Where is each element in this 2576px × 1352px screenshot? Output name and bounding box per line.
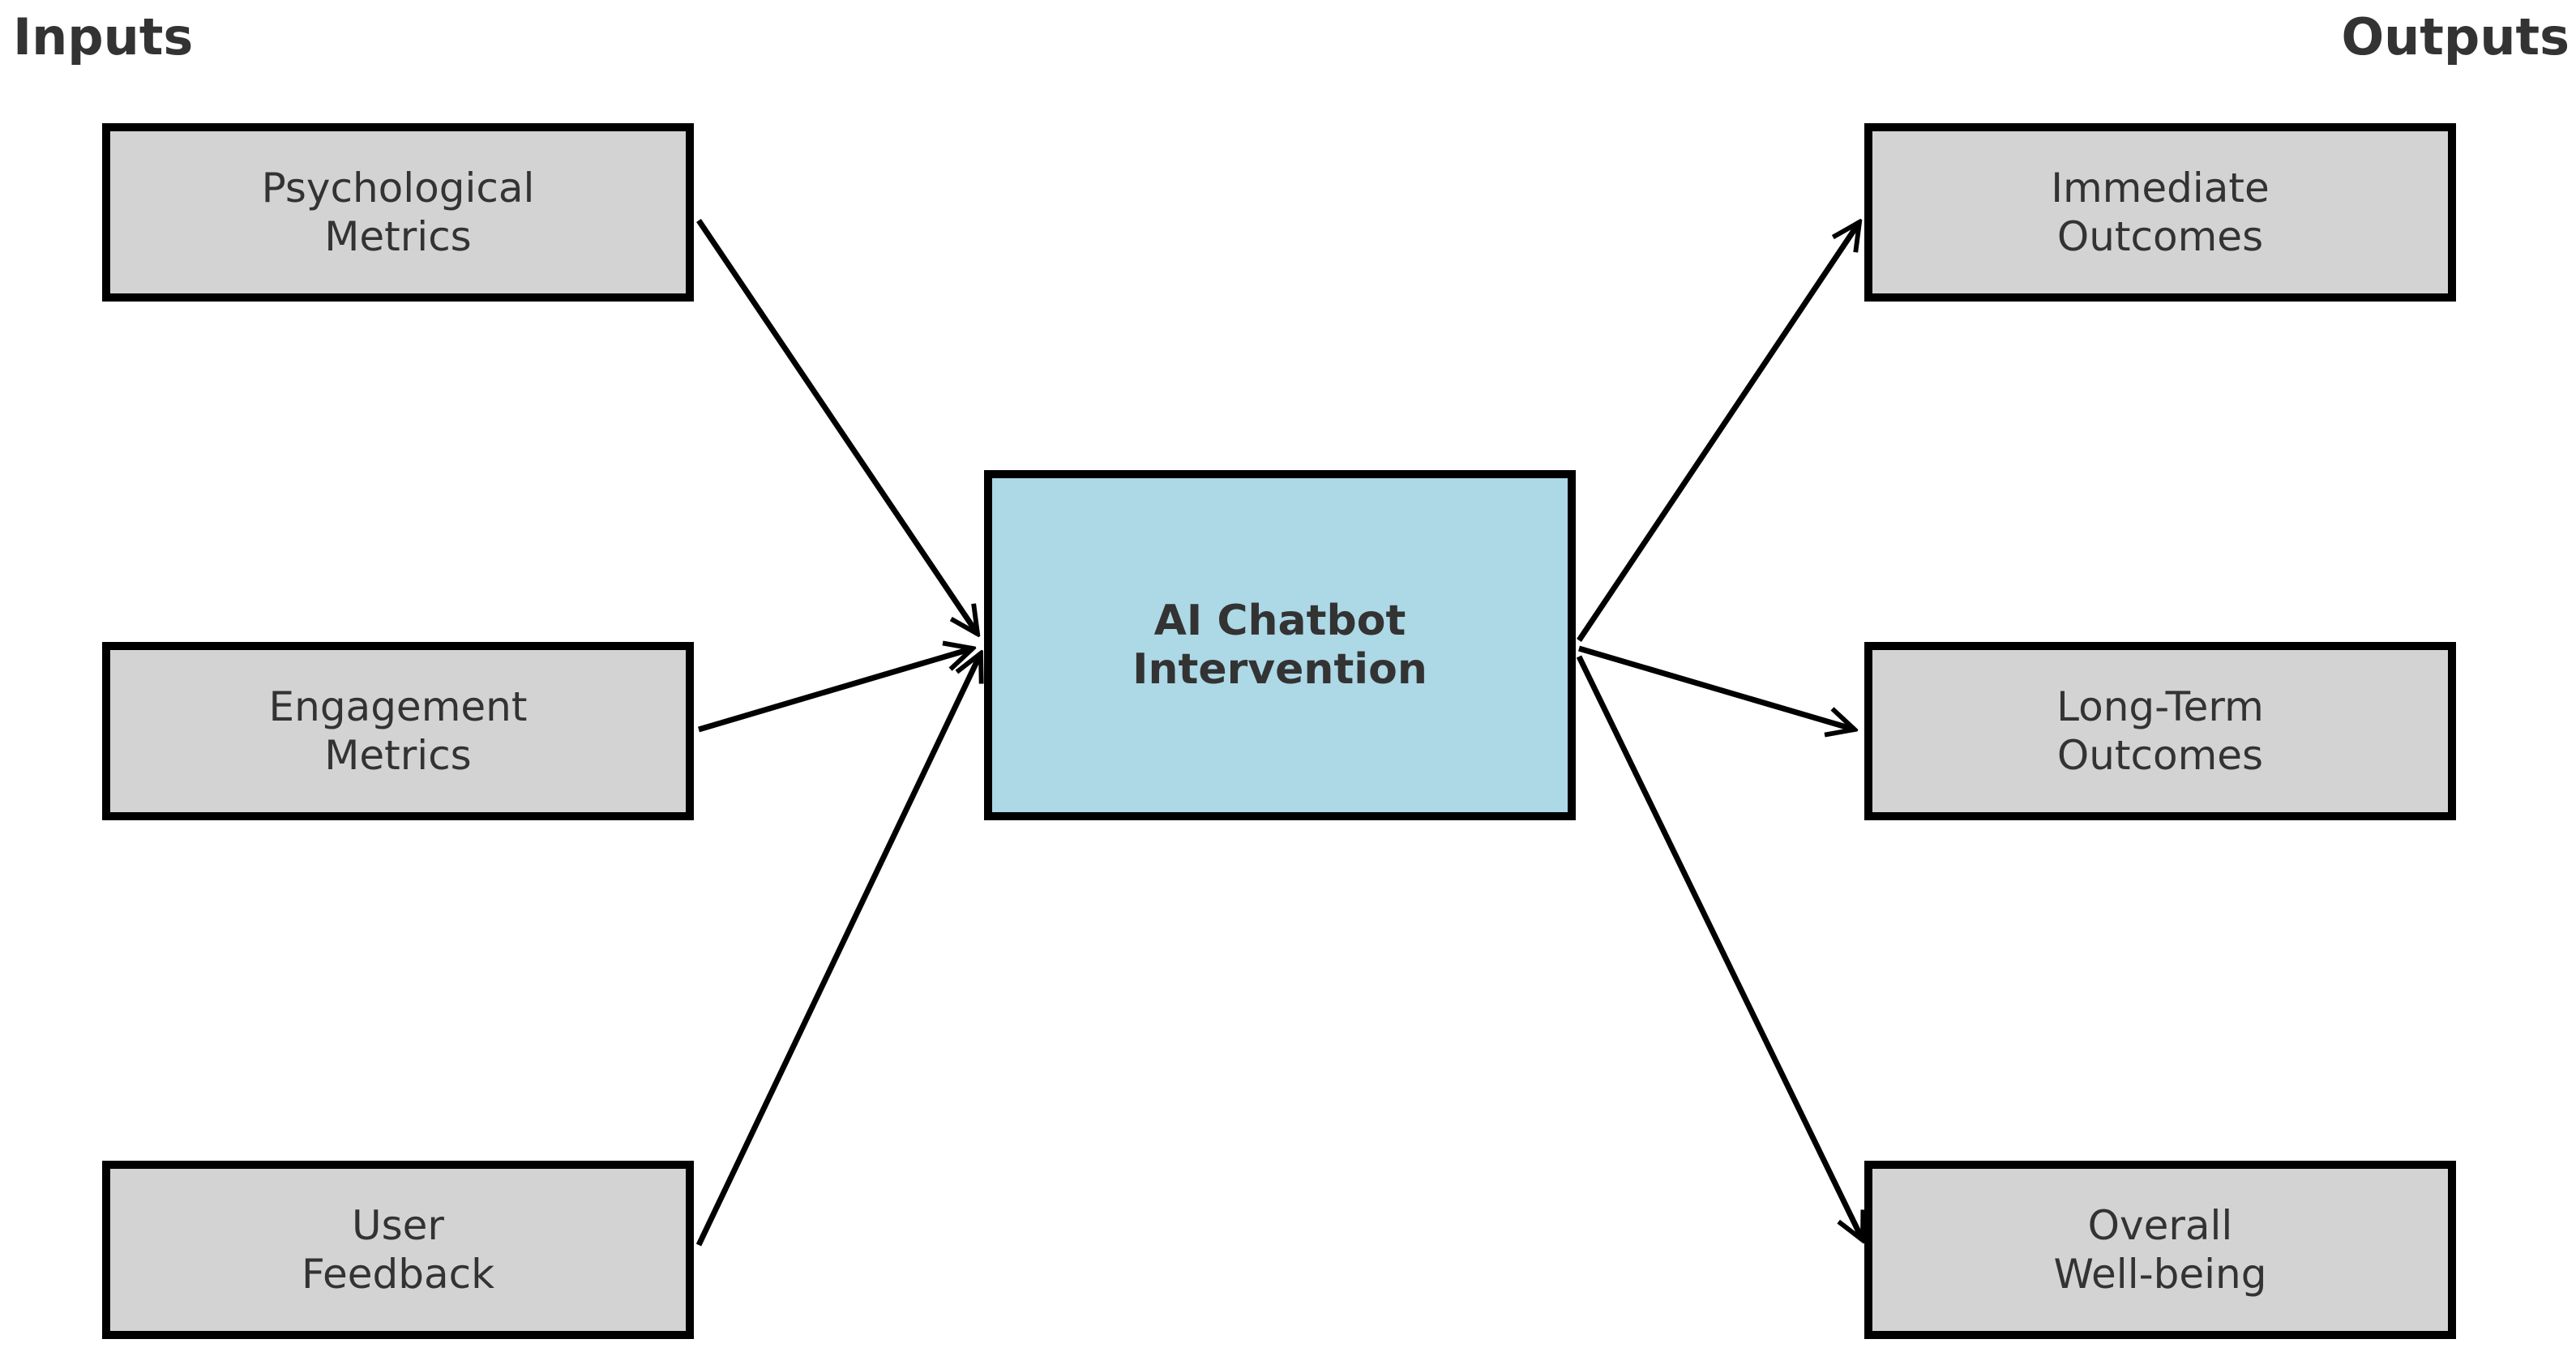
arrow-engagement-to-center (698, 648, 973, 733)
output-label: Overall Well-being (2053, 1202, 2267, 1298)
input-label: Engagement Metrics (268, 683, 528, 779)
output-label: Long-Term Outcomes (2056, 683, 2264, 779)
input-label: User Feedback (301, 1202, 495, 1298)
input-label: Psychological Metrics (261, 165, 535, 260)
arrow-center-to-immediate (1577, 222, 1859, 642)
arrow-center-to-longterm (1578, 645, 1855, 729)
arrow-psychological-to-center (696, 219, 978, 634)
input-box-engagement-metrics: Engagement Metrics (102, 642, 694, 820)
center-box-ai-chatbot-intervention: AI Chatbot Intervention (984, 470, 1576, 820)
input-box-user-feedback: User Feedback (102, 1161, 694, 1339)
output-label: Immediate Outcomes (2051, 165, 2270, 260)
outputs-heading: Outputs (2341, 7, 2570, 66)
input-box-psychological-metrics: Psychological Metrics (102, 123, 694, 302)
output-box-overall-well-being: Overall Well-being (1864, 1161, 2456, 1339)
arrow-feedback-to-center (695, 653, 981, 1247)
arrow-center-to-wellbeing (1576, 655, 1863, 1240)
output-box-long-term-outcomes: Long-Term Outcomes (1864, 642, 2456, 820)
output-box-immediate-outcomes: Immediate Outcomes (1864, 123, 2456, 302)
inputs-heading: Inputs (13, 7, 194, 66)
center-label: AI Chatbot Intervention (1132, 597, 1427, 694)
